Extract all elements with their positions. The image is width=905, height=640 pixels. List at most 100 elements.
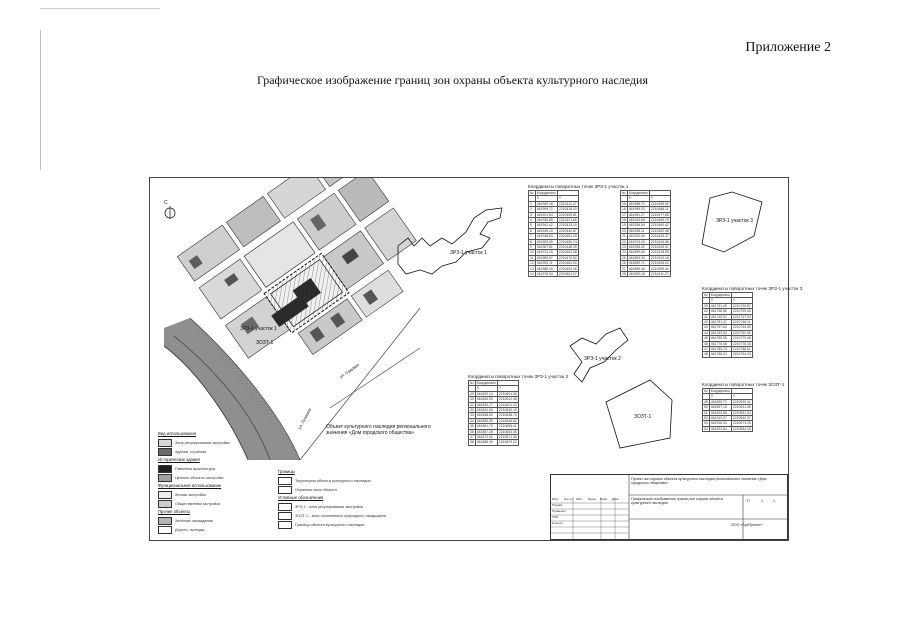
table-caption: Координаты поворотных точек ЗРЗ-1 участо… — [528, 184, 629, 189]
legend-swatch — [158, 516, 172, 525]
coords-table-zrz1-part3: Координаты поворотных точек ЗРЗ-1 участо… — [702, 286, 802, 358]
legend-item: Памятник архитектуры — [158, 464, 230, 473]
table-cell: 2210501.07 — [556, 270, 579, 278]
table-cell: Координаты — [474, 379, 498, 387]
table-cell: 2210470.52 — [556, 254, 579, 262]
table-cell: 2210460.42 — [648, 222, 671, 229]
legend-swatch — [158, 447, 172, 456]
table-cell: Координаты — [534, 189, 558, 197]
coords-table-zrz1-part2: Координаты поворотных точек ЗРЗ-1 участо… — [468, 374, 568, 446]
legend-heading: Исторические здания — [158, 457, 200, 462]
zozt1-outline — [605, 379, 673, 449]
legend-swatch — [158, 464, 172, 473]
table-cell: 2210646.82 — [496, 417, 519, 425]
legend-heading: Функциональное использование — [158, 483, 222, 488]
legend-item: Общественная застройка — [158, 499, 230, 508]
stamp-role: №док — [588, 497, 596, 501]
stamp-role: Кол.уч — [564, 497, 573, 501]
north-arrow-label: С — [164, 200, 168, 206]
legend-label: Общественная застройка — [175, 501, 221, 506]
zone-label-zrz1-part1-map: ЗРЗ-1 участок 1 — [240, 326, 277, 332]
legend-swatch — [278, 511, 292, 520]
stamp-grid — [551, 475, 787, 539]
table-cell: 2210442.87 — [556, 227, 579, 235]
legend-heading: Прочие объекты — [158, 509, 190, 514]
table-cell: 2210411.27 — [556, 200, 579, 208]
legend-label: Охранная зона объекта — [295, 487, 337, 492]
table-cell: 2210477.85 — [648, 211, 671, 218]
legend-swatch — [158, 490, 172, 499]
table-cell: 2210405.02 — [648, 260, 671, 267]
table-caption: Координаты поворотных точек ЗРЗ-1 участо… — [468, 374, 569, 379]
table-cell: 461868.40 — [474, 439, 498, 446]
table-cell: Координаты — [708, 291, 732, 299]
table-cell: 28 — [620, 270, 628, 278]
table-cell: 2210418.33 — [556, 206, 579, 213]
table-cell: 2210433.10 — [556, 222, 579, 229]
table-cell: 461786.24 — [708, 351, 732, 358]
table-cell: 2210541.06 — [730, 404, 753, 411]
zrz1-part3-outline — [701, 191, 763, 253]
stamp-sheet: 1 — [761, 499, 763, 503]
zone-label-zrz1-part1: ЗРЗ-1 участок 1 — [450, 250, 487, 256]
legend-label: Жилая застройка — [175, 492, 206, 497]
table-cell: 2210481.90 — [556, 260, 579, 267]
stamp-company: ООО «АрхПроект» — [731, 523, 763, 527]
table-cell: 54 — [702, 425, 710, 433]
stamp-project: Проект зон охраны объекта культурного на… — [631, 477, 767, 486]
legend-item: Граница объекта культурного наследия — [278, 520, 386, 529]
table-cell: 2210412.16 — [648, 254, 671, 262]
table-cell: 48 — [702, 351, 710, 358]
table-cell: 2210601.35 — [496, 390, 519, 398]
table-cell: 2210462.08 — [556, 249, 579, 256]
scan-artifact-left — [40, 30, 41, 170]
table-cell: 2210729.40 — [730, 308, 753, 315]
table-cell: 2210754.90 — [730, 324, 753, 331]
legend-swatch — [158, 438, 172, 447]
table-cell: Координаты — [626, 189, 650, 197]
legend-item: Зелёные насаждения — [158, 516, 230, 525]
table-cell: 2210493.36 — [556, 265, 579, 272]
legend-label: Ценные объекты застройки — [175, 475, 224, 480]
zrz1-part2-outline — [569, 327, 629, 383]
legend-label: Граница объекта культурного наследия — [295, 522, 365, 527]
legend-swatch — [158, 473, 172, 482]
table-cell: 2210399.30 — [648, 265, 671, 272]
table-cell: 2210663.05 — [496, 428, 519, 435]
legend-label: ЗРЗ-1 - зона регулирования застройки — [295, 504, 363, 509]
legend-heading: Границы — [278, 469, 295, 474]
stamp-sheets: 1 — [773, 499, 775, 503]
legend-label: Здания, строения — [175, 449, 207, 454]
map-sheet: ЗРЗ-1 участок 1 ЗРЗ-1 участок 1 ЗОЗТ-1 З… — [149, 177, 802, 541]
appendix-label: Приложение 2 — [745, 40, 831, 55]
table-cell: 2210451.15 — [556, 233, 579, 240]
legend-item: Зона регулирования застройки — [158, 438, 230, 447]
table-cell: 2210770.48 — [730, 335, 753, 342]
table-cell: 2210786.61 — [730, 345, 753, 353]
street-line — [329, 347, 421, 409]
table-caption: Координаты поворотных точек ЗОЗТ-1 — [702, 382, 785, 387]
table-cell: 2210421.65 — [556, 216, 579, 224]
table-cell: 2210573.28 — [730, 420, 753, 427]
zone-label-zozt1-map: ЗОЗТ-1 — [256, 340, 274, 346]
table-cell: 2210584.15 — [730, 425, 753, 433]
table-cell: 2210720.87 — [730, 302, 753, 310]
legend-swatch — [278, 485, 292, 494]
table-cell: 2210551.94 — [730, 409, 753, 416]
table-cell: 2210671.36 — [496, 433, 519, 441]
table-cell: 2210630.19 — [496, 406, 519, 414]
table-cell: 2210452.08 — [648, 227, 671, 235]
legend-label: Территория объекта культурного наследия — [295, 478, 371, 483]
stamp-role: Н.контр. — [552, 521, 564, 525]
street-line — [299, 307, 421, 461]
table-cell: 2210443.37 — [648, 233, 671, 240]
zrz1-part1-outline — [397, 207, 503, 275]
